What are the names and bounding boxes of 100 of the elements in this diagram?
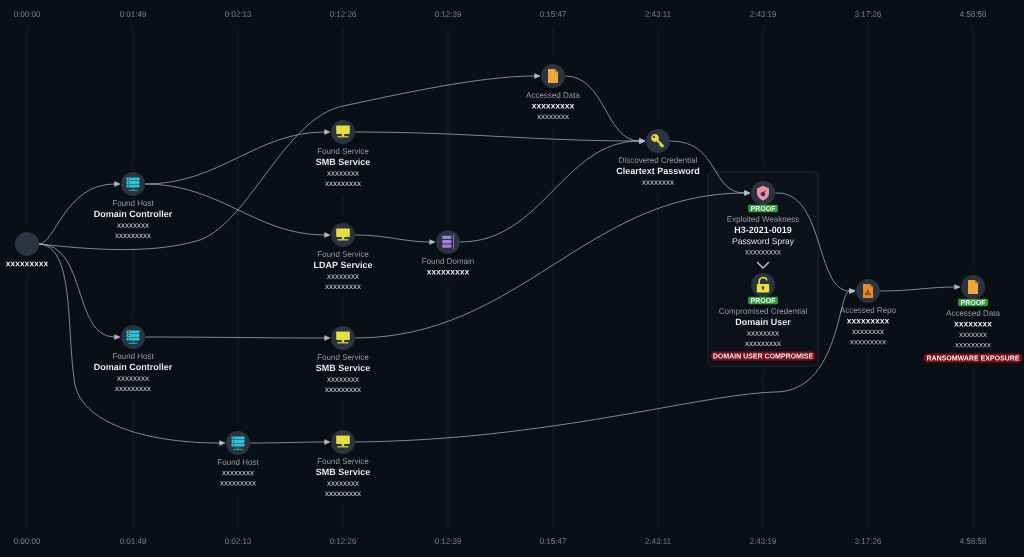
monitor-icon <box>331 223 355 247</box>
node-type-label: Found Service <box>317 354 369 360</box>
time-label: 0:15:47 <box>540 538 566 544</box>
node-type-label: Found Service <box>317 458 369 464</box>
node-title: Domain Controller <box>94 363 173 371</box>
server-icon <box>121 172 145 196</box>
detail-text: xxxxxxxx <box>852 329 884 335</box>
node-title: H3-2021-0019 <box>734 226 792 234</box>
node-type-label: Discovered Credential <box>619 157 697 163</box>
detail-text: xxxxxxxxx <box>531 104 575 109</box>
detail-text: xxxxxxxxx <box>325 387 361 392</box>
detail-text: xxxxxxxx <box>537 114 569 120</box>
time-label: 0:01:49 <box>119 538 146 544</box>
node-title: Domain User <box>735 318 791 326</box>
node-type-label: Compromised Credential <box>719 308 807 316</box>
detail-text: xxxxxxxxx <box>955 343 991 348</box>
node-title: Cleartext Password <box>616 167 700 175</box>
arrow <box>38 181 121 245</box>
group-box <box>707 171 819 367</box>
time-label: 3:17:26 <box>854 538 881 544</box>
monitor-icon <box>331 120 355 144</box>
detail-text: xxxxxxxxx <box>325 181 361 186</box>
node-circle <box>15 232 39 256</box>
node-type-label: Accessed Data <box>526 92 580 98</box>
node-type-label: Accessed Data <box>946 310 1000 316</box>
time-label: 0:15:47 <box>540 11 566 17</box>
time-label: 0:00:00 <box>13 11 41 17</box>
detail-text: xxxxxxxx <box>327 171 359 176</box>
node-type-label: Found Host <box>218 459 259 465</box>
padlock-icon <box>751 273 775 297</box>
arrow <box>669 140 751 196</box>
arrow <box>144 183 331 238</box>
time-label: 0:12:39 <box>435 11 461 17</box>
node-type-label: Found Service <box>317 251 369 257</box>
detail-text: xxxxxxxxx <box>745 341 781 346</box>
detail-text: xxxxxxxx <box>117 376 149 381</box>
detail-text: xxxxxxxx <box>747 331 779 336</box>
time-label: 4:58:58 <box>959 11 986 17</box>
node-type-label: Exploited Weakness <box>727 216 799 224</box>
server-icon <box>226 431 250 455</box>
arrow <box>144 335 331 341</box>
node-title: SMB Service <box>316 158 370 166</box>
detail-text: xxxxxxxx <box>327 481 359 486</box>
node-title: Domain Controller <box>94 210 173 218</box>
detail-text: xxxxxxxxx <box>220 481 256 486</box>
detail-text: xxxxxxxxx <box>846 319 890 324</box>
detail-text: xxxxxxxxx <box>115 386 151 391</box>
node-title: LDAP Service <box>314 261 373 269</box>
node-title: SMB Service <box>316 364 370 372</box>
time-label: 0:02:13 <box>224 11 251 17</box>
detail-text: xxxxxxxx <box>327 377 359 382</box>
detail-text: xxxxxxxxx <box>745 250 781 255</box>
node-title: SMB Service <box>316 468 370 476</box>
detail-text: xxxxxxxx <box>954 322 992 327</box>
detail-text: xxxxxxxx <box>117 223 149 228</box>
arrow <box>354 234 436 245</box>
detail-text: xxxxxxxxx <box>115 233 151 238</box>
time-label: 3:17:26 <box>854 11 881 17</box>
detail-text: xxxxxxx <box>959 332 987 338</box>
node-type-label: Accessed Repo <box>840 307 896 315</box>
monitor-icon <box>331 326 355 350</box>
arrow <box>774 192 856 294</box>
detail-text: xxxxxxxx <box>642 180 674 185</box>
time-label: 0:02:13 <box>224 538 251 544</box>
document-icon <box>541 64 565 88</box>
time-label: 0:00:00 <box>13 538 41 544</box>
detail-text: xxxxxxxxx <box>5 261 49 267</box>
detail-text: xxxxxxxx <box>222 470 254 476</box>
key-icon <box>646 129 670 153</box>
time-label: 0:12:26 <box>329 538 356 544</box>
server-icon <box>121 325 145 349</box>
time-label: 0:01:49 <box>119 11 146 17</box>
arrow <box>38 243 226 446</box>
detail-text: xxxxxxxxx <box>850 340 886 345</box>
document-icon <box>961 275 985 299</box>
detail-text: xxxxxxxx <box>327 274 359 279</box>
node-type-label: Found Host <box>113 353 154 359</box>
database-icon <box>436 230 460 254</box>
arrow <box>879 284 961 292</box>
chevron <box>756 261 770 269</box>
arrow <box>459 138 646 243</box>
detail-text: xxxxxxxxx <box>325 491 361 496</box>
detail-text: xxxxxxxxx <box>325 284 361 289</box>
node-type-label: Found Service <box>317 148 369 154</box>
node-type-label: Found Host <box>113 200 154 206</box>
detail-text: xxxxxxxxx <box>426 270 470 275</box>
monitor-icon <box>331 430 355 454</box>
time-label: 2:43:19 <box>750 11 776 17</box>
time-label: 2:43:11 <box>645 538 671 544</box>
node-type-label: Found Domain <box>422 258 474 264</box>
time-label: 2:43:19 <box>750 538 776 544</box>
time-label: 0:12:39 <box>435 538 461 544</box>
time-label: 2:43:11 <box>645 11 671 17</box>
shield-icon <box>751 181 775 205</box>
time-label: 4:58:58 <box>959 538 986 544</box>
time-label: 0:12:26 <box>329 11 356 17</box>
chart-document-icon <box>856 279 880 303</box>
node-subtitle: Password Spray <box>732 237 794 246</box>
arrow <box>38 73 541 250</box>
arrow <box>249 439 331 445</box>
